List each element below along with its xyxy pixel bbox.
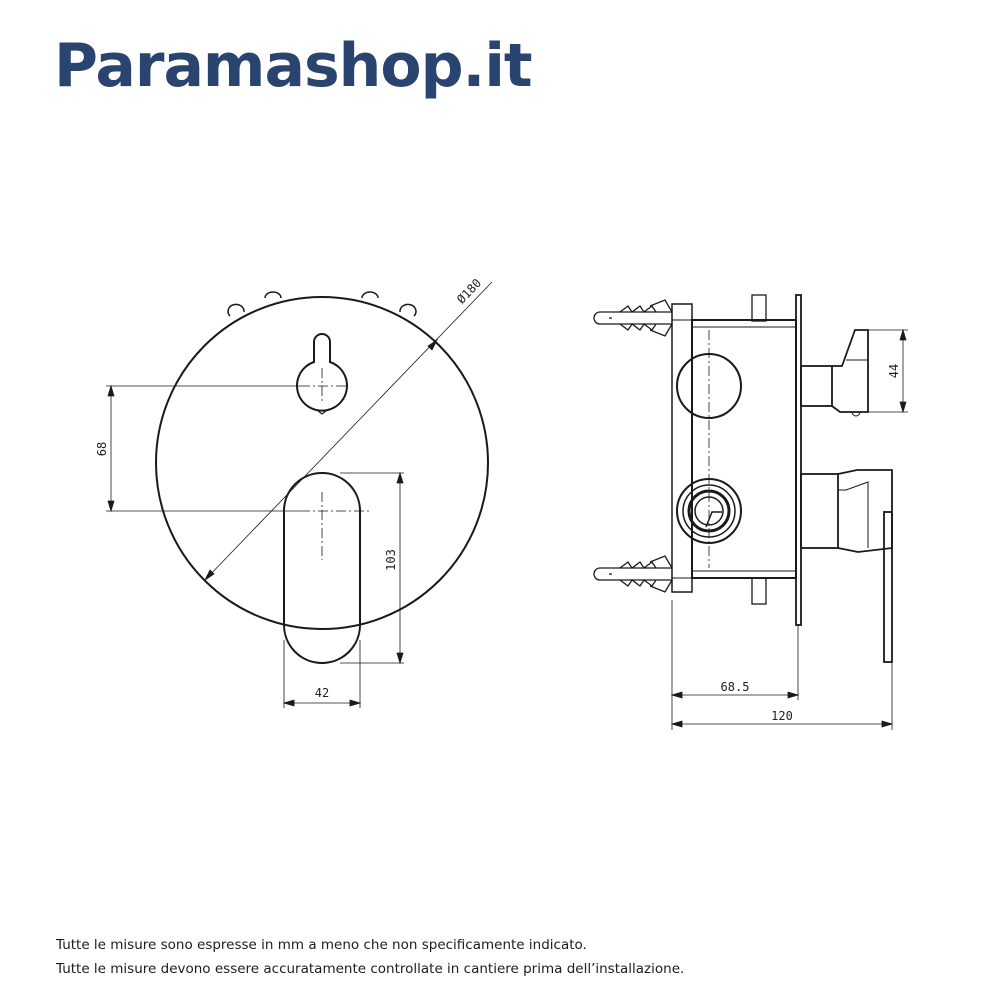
diverter-knob-side [800, 329, 869, 417]
dim-68 [106, 384, 300, 513]
disclaimer-line-1: Tutte le misure sono espresse in mm a me… [56, 937, 587, 953]
dim-68-5-label: 68.5 [721, 680, 750, 694]
dim-44-label: 44 [887, 364, 901, 378]
dim-103-label: 103 [384, 549, 398, 571]
front-view: 68 103 42 Ø180 [95, 276, 493, 708]
screw-heads [227, 291, 417, 317]
dim-103 [340, 471, 404, 665]
wall-anchor-top [593, 299, 673, 337]
dim-42-label: 42 [315, 686, 329, 700]
brand-logo: Paramashop.it [54, 31, 533, 101]
dim-120 [670, 662, 894, 730]
dim-68-label: 68 [95, 442, 109, 456]
dim-120-label: 120 [771, 709, 793, 723]
dim-68-5 [670, 600, 800, 730]
dim-44 [868, 328, 908, 414]
side-view: 44 68.5 120 [593, 294, 908, 730]
wall-anchor-bottom [593, 555, 673, 593]
disclaimer-line-2: Tutte le misure devono essere accuratame… [56, 961, 685, 977]
lower-port [676, 478, 742, 544]
mixer-lever-side [800, 469, 893, 663]
disclaimer: Tutte le misure sono espresse in mm a me… [56, 933, 684, 981]
valve-body [691, 319, 797, 579]
upper-port [676, 353, 742, 419]
dim-diameter [203, 281, 493, 582]
front-plate [155, 296, 489, 630]
dim-diameter-label: Ø180 [454, 276, 484, 307]
mixer-lever [283, 472, 361, 664]
dim-42 [282, 640, 362, 708]
